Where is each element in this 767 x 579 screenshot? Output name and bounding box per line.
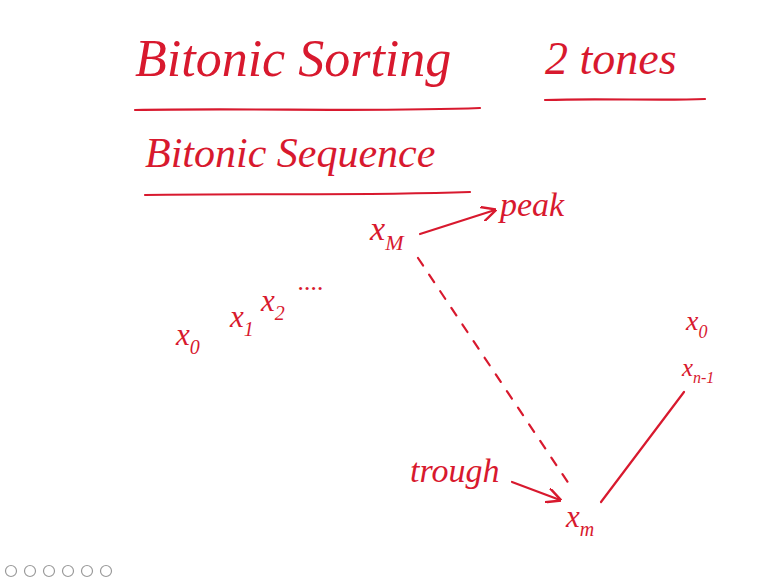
toolbar-icon (44, 566, 55, 577)
toolbar-icon (63, 566, 74, 577)
underline (145, 192, 470, 195)
pointer-arrow (512, 482, 560, 500)
subheading: Bitonic Sequence (145, 130, 435, 176)
toolbar-icon (101, 566, 112, 577)
heading: Bitonic Sorting (135, 30, 451, 87)
underline (135, 108, 480, 110)
toolbar-icon (82, 566, 93, 577)
sequence-element: xn-1 (682, 354, 714, 387)
toolbar-icon (6, 566, 17, 577)
pointer-arrow (420, 210, 495, 234)
toolbar-icon (25, 566, 36, 577)
sequence-element: x2 (261, 284, 285, 324)
side-note: 2 tones (545, 34, 677, 85)
sequence-element: x1 (230, 300, 254, 340)
ascent-line (601, 392, 684, 502)
annotation: peak (500, 186, 564, 223)
sequence-element: x0 (176, 318, 200, 358)
trough-element: xm (566, 500, 594, 540)
annotation: trough (410, 452, 499, 489)
sequence-element: x0 (686, 306, 707, 343)
peak-element: xM (370, 210, 403, 255)
underline (545, 99, 705, 100)
ellipsis: .... (298, 268, 324, 297)
